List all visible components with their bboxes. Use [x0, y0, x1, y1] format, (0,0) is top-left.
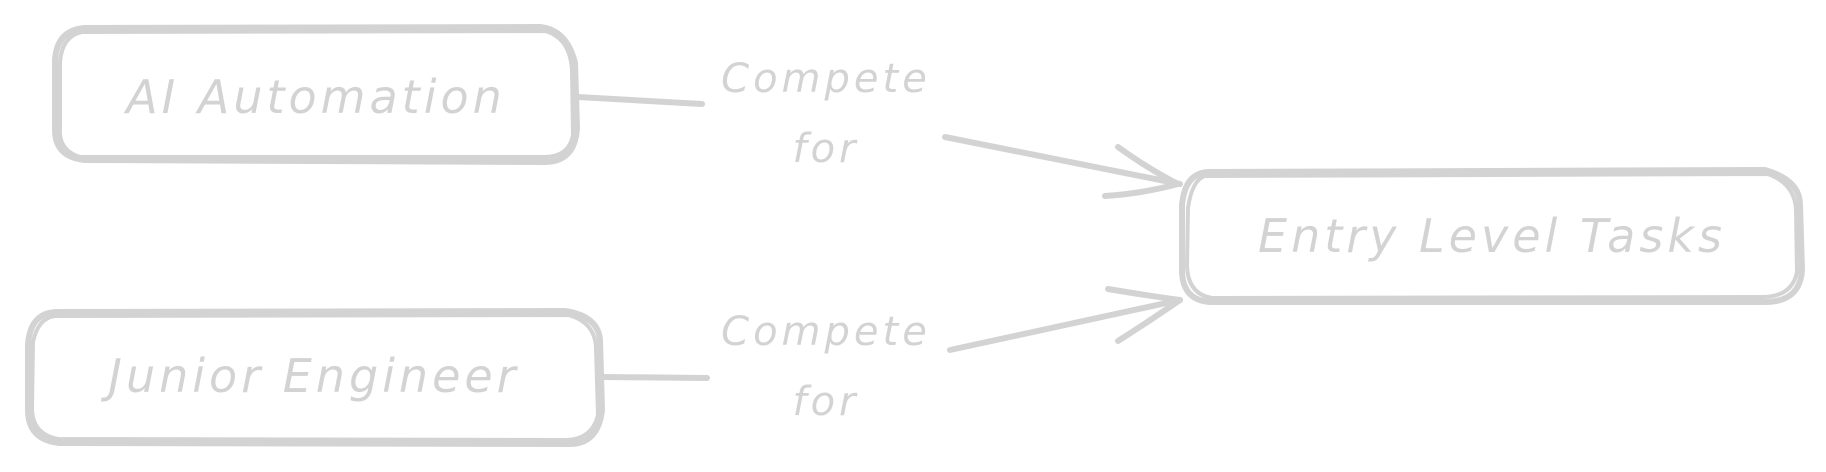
edge-bottom — [600, 286, 1183, 381]
node-junior-engineer-label: Junior Engineer — [100, 349, 519, 403]
edge-top-arrowhead — [1102, 144, 1181, 199]
node-entry-level-tasks-border — [1179, 167, 1805, 305]
node-entry-level-tasks-label: Entry Level Tasks — [1258, 209, 1726, 263]
node-ai-automation-border-sketch — [57, 29, 575, 160]
node-ai-automation[interactable] — [52, 24, 580, 165]
node-entry-level-tasks-border-sketch — [1185, 172, 1799, 300]
edge-bottom-arrowhead — [1105, 286, 1183, 344]
node-junior-engineer-border-sketch — [30, 313, 600, 442]
edge-top-label-line2: for — [793, 126, 860, 172]
edge-top-connector — [575, 94, 705, 107]
edge-bottom-arrow-line — [947, 297, 1183, 353]
node-ai-automation-border — [52, 24, 580, 165]
node-entry-level-tasks[interactable] — [1179, 167, 1805, 305]
edge-bottom-label-line1: Compete — [721, 309, 931, 355]
node-ai-automation-label: AI Automation — [123, 70, 506, 124]
edge-top-label-line1: Compete — [721, 56, 931, 102]
edge-bottom-label-line2: for — [793, 379, 860, 425]
edge-top — [575, 94, 1183, 199]
node-junior-engineer[interactable] — [25, 308, 605, 448]
edge-top-arrow-line — [942, 134, 1183, 187]
edge-bottom-connector — [600, 374, 710, 381]
node-junior-engineer-border — [25, 308, 605, 448]
